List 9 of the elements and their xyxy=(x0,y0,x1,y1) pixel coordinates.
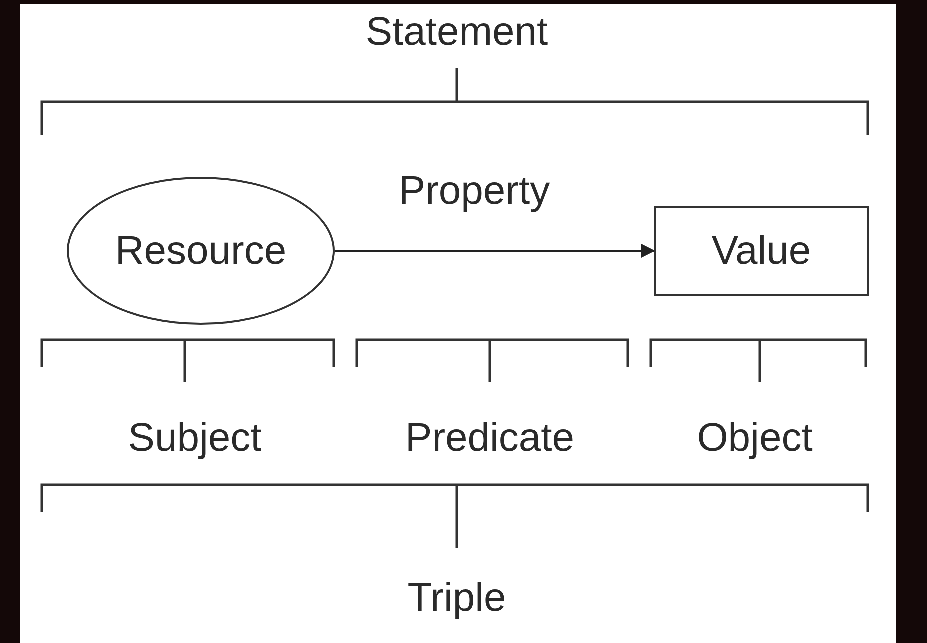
bracket-label: Triple xyxy=(408,576,506,620)
bracket-label: Subject xyxy=(128,416,262,460)
bracket-label: Object xyxy=(697,416,813,460)
value-box xyxy=(654,206,869,296)
arrow xyxy=(335,244,656,258)
node-label: Resource xyxy=(115,229,287,273)
bracket-label: Predicate xyxy=(406,416,574,460)
node-label: Value xyxy=(712,229,812,273)
bracket-label: Statement xyxy=(366,10,548,54)
